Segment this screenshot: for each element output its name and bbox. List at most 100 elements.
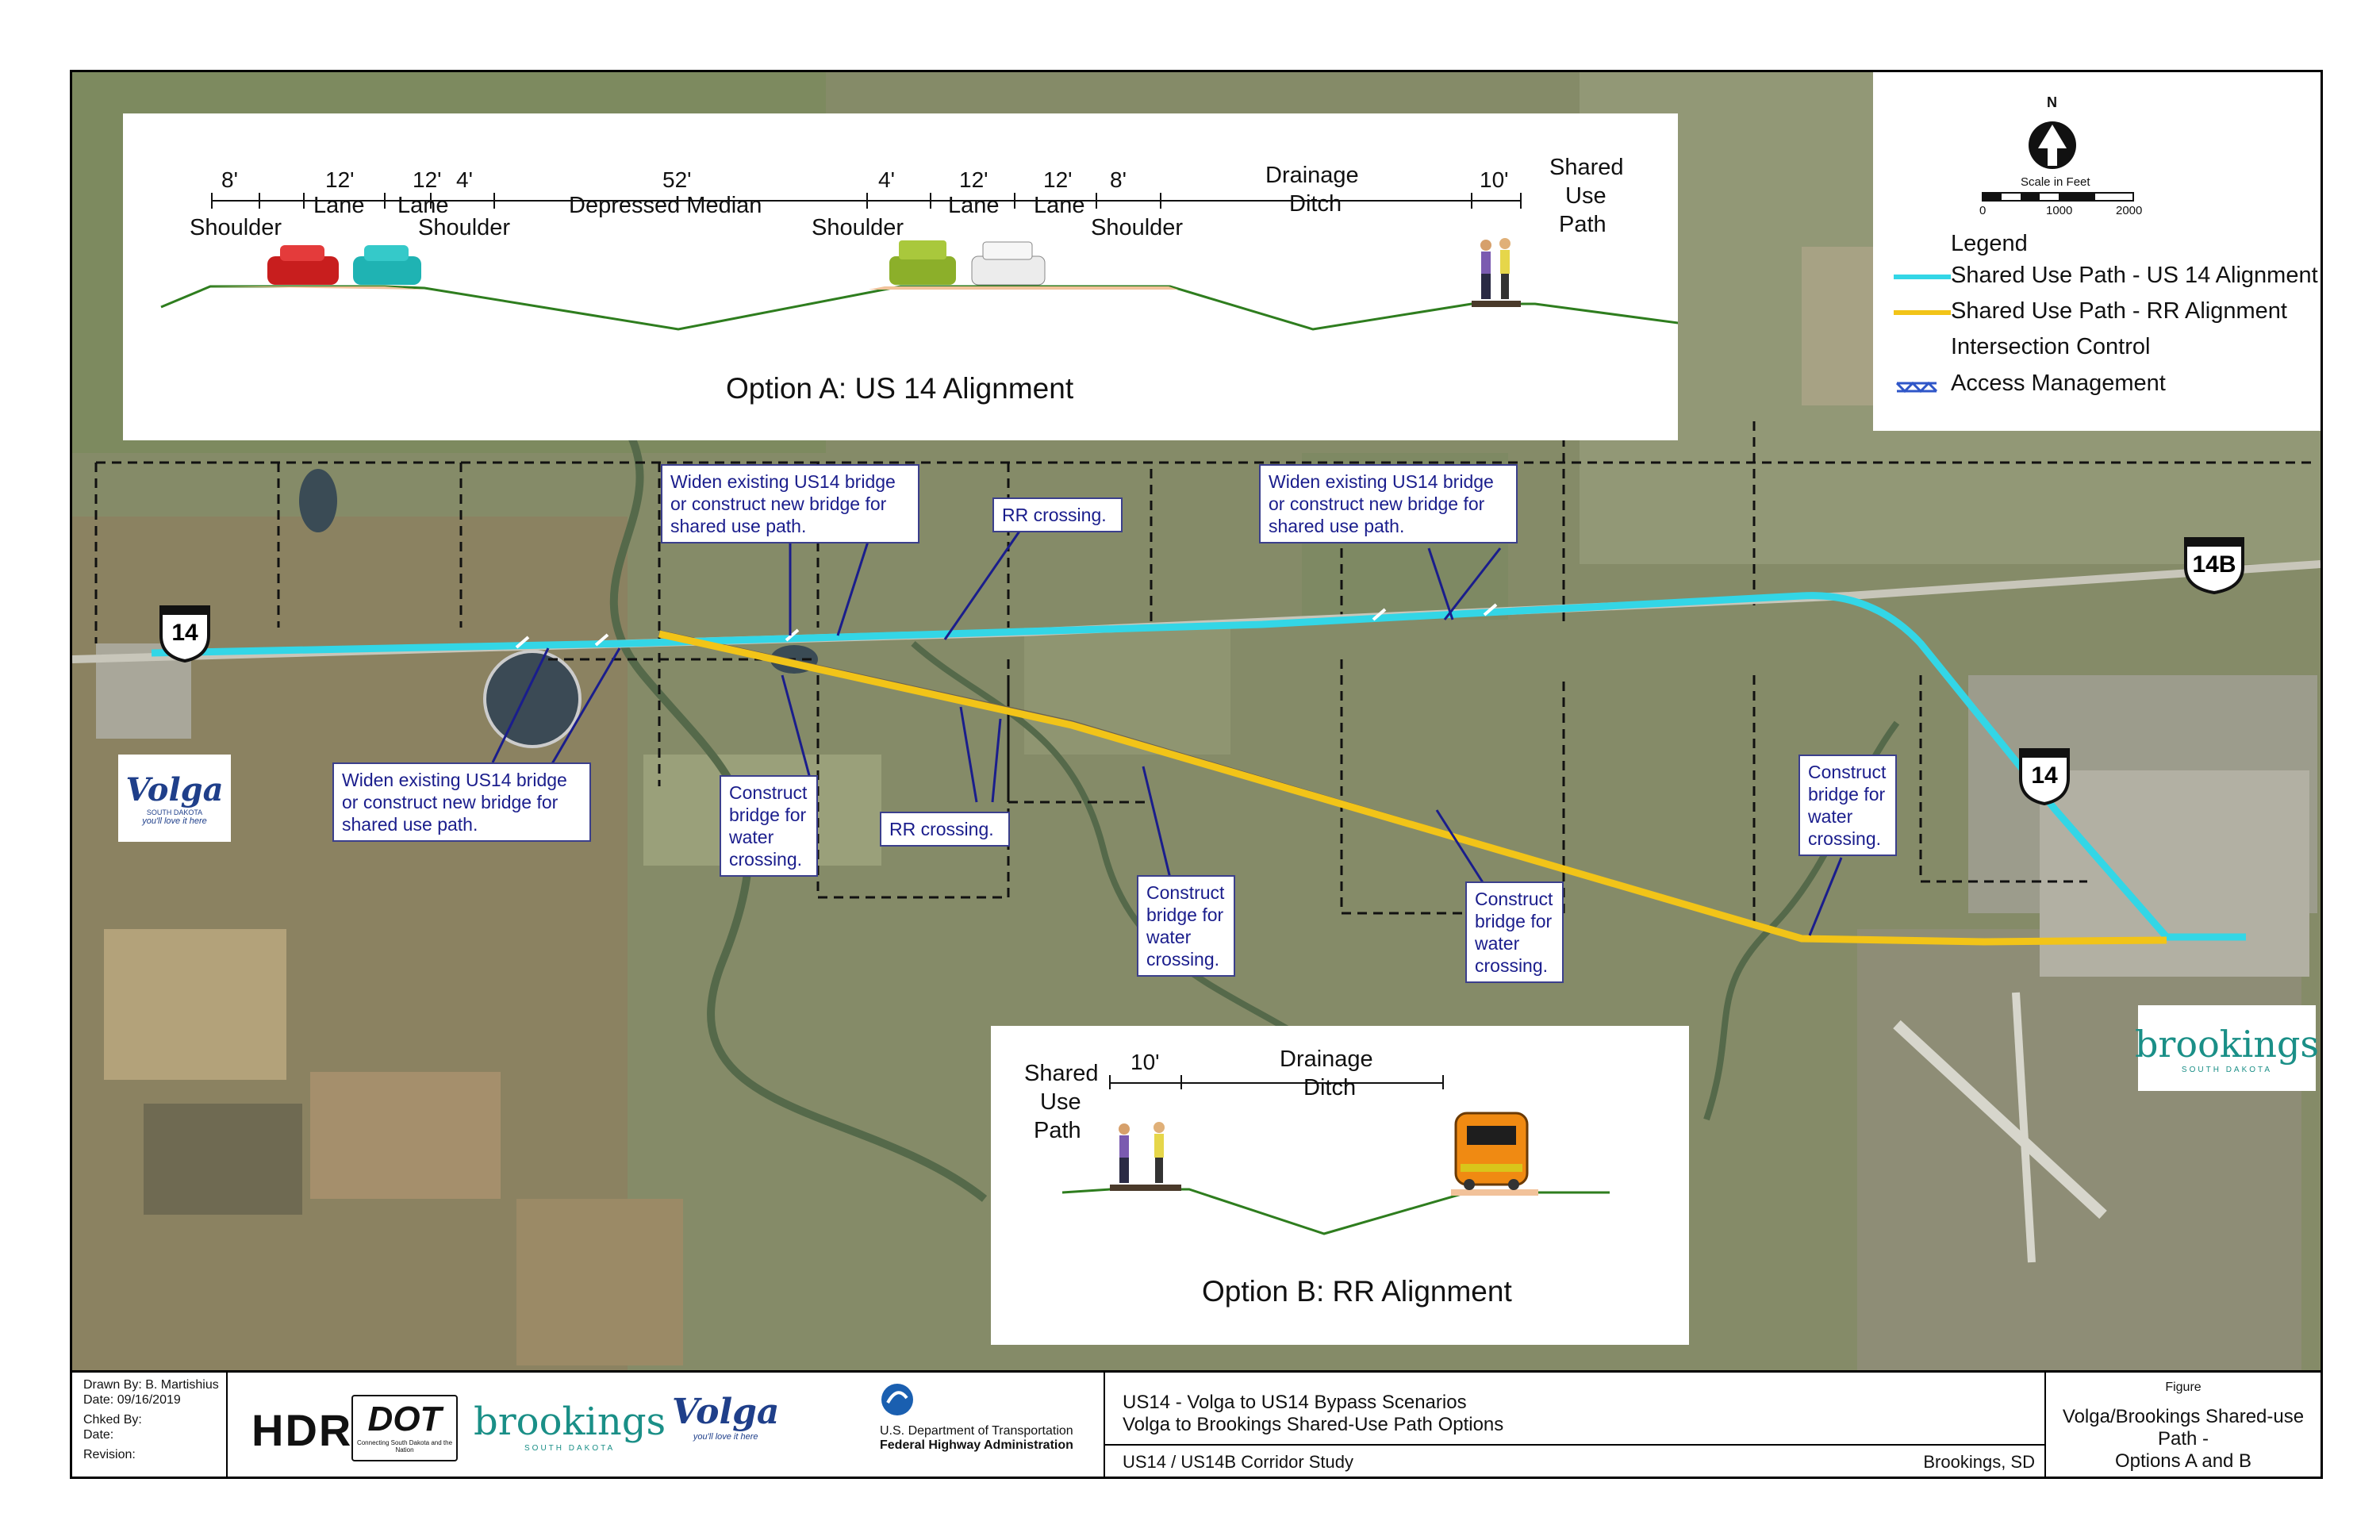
legend-item-rr: Shared Use Path - RR Alignment (1951, 298, 2287, 324)
car-white (971, 241, 1046, 286)
option-a-title: Option A: US 14 Alignment (726, 372, 1074, 405)
callout-line: Widen existing US14 bridge (1269, 471, 1494, 492)
label-drainage-2: Ditch (1289, 191, 1342, 217)
dim-4-2: 4' (878, 167, 895, 192)
car-green (889, 240, 956, 285)
tb-volga-name: Volga (672, 1392, 780, 1432)
callout-line: shared use path. (1269, 516, 1405, 536)
b-dim-10: 10' (1130, 1050, 1160, 1074)
callout-line: crossing. (1808, 828, 1882, 849)
legend-panel: N Scale in Feet 0 1000 2000 Legend Share… (1873, 72, 2320, 431)
callout-construct-2: Construct bridge for water crossing. (1137, 875, 1235, 977)
callout-line: shared use path. (670, 516, 807, 536)
brookings-logo: brookings SOUTH DAKOTA (2134, 1005, 2320, 1091)
callout-line: bridge for (1808, 784, 1886, 805)
callout-line: RR crossing. (889, 819, 994, 839)
project-location: Brookings, SD (1923, 1452, 2035, 1472)
locomotive (1454, 1112, 1529, 1190)
tb-volga-logo: Volga you'll love it here (672, 1392, 779, 1442)
label-path-1: Shared (1549, 155, 1624, 180)
pedestrians (1480, 238, 1511, 299)
figure-label: Figure (2165, 1381, 2202, 1394)
legend-item-intersection: Intersection Control (1951, 334, 2151, 359)
label-lane-4: Lane (1034, 193, 1085, 218)
callout-widen-top-2: Widen existing US14 bridge or construct … (1259, 464, 1518, 543)
volga-state: SOUTH DAKOTA (146, 808, 203, 816)
usdot-line-1: U.S. Department of Transportation (880, 1424, 1073, 1438)
callout-rr-top: RR crossing. (992, 497, 1123, 532)
tb-brookings-name: brookings (474, 1400, 666, 1444)
b-label-path-2: Use (1040, 1089, 1081, 1115)
scale-tick-1000: 1000 (2046, 204, 2073, 217)
dim-12-2: 12' (413, 167, 442, 192)
callout-widen-bottom: Widen existing US14 bridge or construct … (332, 762, 591, 842)
usdot-seal-icon (881, 1384, 913, 1415)
project-line-1: US14 - Volga to US14 Bypass Scenarios (1123, 1392, 1467, 1413)
volga-tagline: you'll love it here (142, 816, 207, 826)
dim-12-1: 12' (325, 167, 355, 192)
callout-construct-4: Construct bridge for water crossing. (1798, 755, 1897, 856)
project-divider (1105, 1444, 2044, 1446)
us14-shield-east: 14 (2017, 747, 2071, 805)
drawn-date: Date: 09/16/2019 (83, 1393, 181, 1407)
figure-title-1: Volga/Brookings Shared-use Path - (2062, 1406, 2305, 1450)
b-label-path-1: Shared (1024, 1061, 1099, 1086)
project-line-3: US14 / US14B Corridor Study (1123, 1452, 1354, 1472)
callout-line: Widen existing US14 bridge (342, 770, 567, 790)
checked-by: Chked By: (83, 1413, 142, 1427)
callout-line: Construct (1808, 762, 1887, 782)
scale-bar (1982, 192, 2134, 202)
tb-drawn-cell: Drawn By: B. Martishius Date: 09/16/2019… (72, 1373, 228, 1477)
callout-construct-3: Construct bridge for water crossing. (1465, 881, 1564, 983)
scale-label: Scale in Feet (2021, 175, 2090, 189)
dim-52: 52' (662, 167, 692, 192)
sddot-sub: Connecting South Dakota and the Nation (356, 1439, 453, 1454)
callout-line: crossing. (1146, 949, 1220, 970)
option-a-cross-section (160, 193, 1678, 331)
label-path-3: Path (1559, 212, 1606, 237)
label-lane-1: Lane (313, 193, 365, 218)
callout-line: crossing. (729, 849, 803, 870)
map-frame: 8' 12' 12' 4' 52' 4' 12' 12' 8' 10' Shou… (70, 70, 2323, 1479)
dim-12-4: 12' (1043, 167, 1073, 192)
project-line-2: Volga to Brookings Shared-Use Path Optio… (1123, 1414, 1504, 1435)
pedestrians (1119, 1122, 1165, 1183)
shield-number: 14 (171, 620, 198, 646)
volga-name: Volga (125, 770, 224, 808)
label-shoulder-1: Shoulder (190, 215, 282, 240)
callout-line: or construct new bridge for (342, 792, 559, 812)
car-teal (353, 245, 421, 285)
option-b-cross-section (1061, 1075, 1610, 1235)
sddot-text: DOT (367, 1400, 442, 1438)
access-management-icon (1895, 381, 1938, 394)
sddot-logo: DOT Connecting South Dakota and the Nati… (351, 1395, 458, 1461)
legend-title: Legend (1951, 231, 2028, 256)
dim-8-2: 8' (1110, 167, 1127, 192)
north-label: N (2047, 94, 2057, 110)
callout-line: bridge for (1146, 904, 1224, 925)
dim-4-1: 4' (456, 167, 473, 192)
drawn-by: Drawn By: B. Martishius (83, 1378, 219, 1392)
aerial-map[interactable]: 8' 12' 12' 4' 52' 4' 12' 12' 8' 10' Shou… (72, 72, 2320, 1370)
callout-line: water (1146, 927, 1192, 947)
option-b-panel: Shared Use Path 10' Drainage Ditch Optio… (991, 1026, 1689, 1345)
b-label-path-3: Path (1034, 1118, 1081, 1143)
callout-line: RR crossing. (1002, 505, 1107, 525)
dim-12-3: 12' (959, 167, 988, 192)
tb-brookings-logo: brookings SOUTH DAKOTA (474, 1400, 666, 1453)
volga-logo: Volga SOUTH DAKOTA you'll love it here (118, 755, 231, 842)
usdot-logo: U.S. Department of Transportation Federa… (880, 1382, 1094, 1453)
label-lane-3: Lane (948, 193, 1000, 218)
b-label-drainage-2: Ditch (1303, 1075, 1357, 1100)
label-path-2: Use (1565, 183, 1606, 209)
callout-line: water (1808, 806, 1853, 827)
brookings-name: brookings (2134, 1022, 2320, 1066)
callout-line: Widen existing US14 bridge (670, 471, 896, 492)
callout-line: water (729, 827, 774, 847)
label-lane-2: Lane (397, 193, 449, 218)
legend-item-us14: Shared Use Path - US 14 Alignment (1951, 263, 2318, 288)
option-a-panel: 8' 12' 12' 4' 52' 4' 12' 12' 8' 10' Shou… (123, 113, 1678, 440)
tb-figure-cell: Figure Volga/Brookings Shared-use Path -… (2046, 1373, 2320, 1477)
us14b-shield: 14B (2182, 536, 2246, 594)
us14-alignment-path (151, 592, 2246, 941)
